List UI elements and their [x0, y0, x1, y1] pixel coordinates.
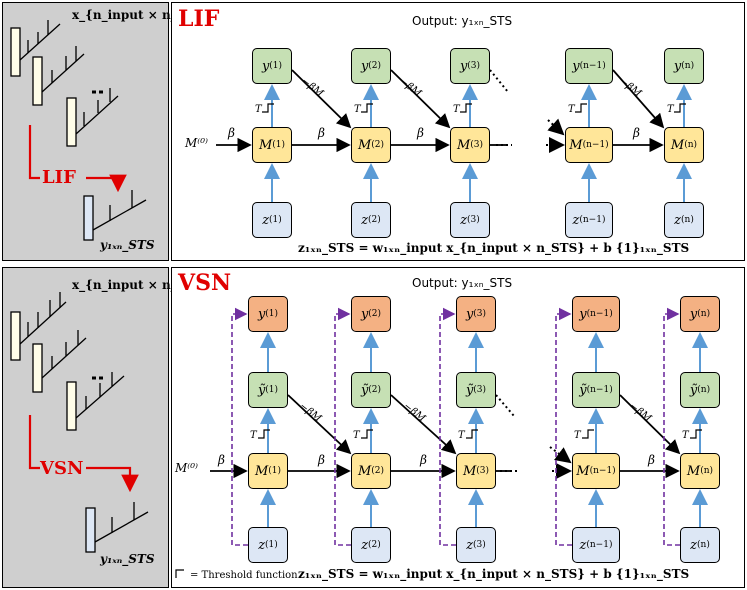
vsn-dotted-continuations [495, 394, 572, 479]
lif-m-node-1: M(1) [252, 127, 292, 163]
vsn-threshold-label-1: T [250, 430, 257, 441]
lif-m-node-n: M(n) [664, 127, 704, 163]
lif-title: LIF [178, 6, 220, 32]
lif-y-node-2: y(2) [351, 48, 391, 84]
lif-threshold-label-1: T [255, 104, 262, 115]
lif-z-node-1: z(1) [252, 202, 292, 238]
lif-y-node-n-1: y(n−1) [565, 48, 613, 84]
vsn-threshold-glyphs [175, 429, 702, 578]
vsn-output-label: Output: y₁ₓₙ_STS [412, 276, 513, 290]
lif-y-node-1: y(1) [252, 48, 292, 84]
lif-equation: z₁ₓₙ_STS = w₁ₓₙ_input x_{n_input × n_STS… [298, 241, 690, 255]
lif-beta-label-1: β [318, 126, 325, 140]
lif-beta-label-3: β [633, 126, 640, 140]
vsn-output-small-label: y₁ₓₙ_STS [100, 552, 155, 566]
vsn-flow-label: VSN [40, 458, 84, 479]
lif-blue-arrows [264, 84, 692, 202]
vsn-beta-label-2: β [420, 453, 427, 467]
lif-threshold-label-3: T [453, 104, 460, 115]
lif-threshold-glyphs [262, 103, 686, 113]
vsn-m0-label: M⁽⁰⁾ [175, 461, 198, 475]
lif-m-node-2: M(2) [351, 127, 391, 163]
vsn-input-spike-trains [10, 292, 125, 431]
lif-beta-label-0: β [228, 126, 235, 140]
vsn-threshold-label-5: T [682, 430, 689, 441]
vsn-threshold-label-3: T [458, 430, 465, 441]
vsn-z-node-n: z(n) [680, 527, 720, 563]
vsn-z-node-3: z(3) [456, 527, 496, 563]
lif-z-node-n: z(n) [664, 202, 704, 238]
lif-dotted-continuations [489, 69, 565, 153]
vsn-m-node-3: M(3) [456, 453, 496, 489]
lif-m0-label: M⁽⁰⁾ [185, 136, 208, 150]
vsn-title: VSN [178, 270, 232, 296]
lif-threshold-label-5: T [667, 104, 674, 115]
vsn-ytilde-node-2: ỹ(2) [351, 372, 391, 408]
lif-output-label: Output: y₁ₓₙ_STS [412, 14, 513, 28]
lif-y-node-n: y(n) [664, 48, 704, 84]
vsn-ytilde-node-3: ỹ(3) [456, 372, 496, 408]
vsn-m-node-1: M(1) [248, 453, 288, 489]
vsn-y-node-2: y(2) [351, 296, 391, 332]
vsn-threshold-label-4: T [574, 430, 581, 441]
lif-m-node-n-1: M(n−1) [565, 127, 613, 163]
lif-z-node-n-1: z(n−1) [565, 202, 613, 238]
vsn-ytilde-node-1: ỹ(1) [248, 372, 288, 408]
vsn-purple-bypass-arrows [231, 307, 680, 546]
vsn-y-node-n: y(n) [680, 296, 720, 332]
vsn-m-node-n: M(n) [680, 453, 720, 489]
vsn-beta-label-3: β [648, 453, 655, 467]
vsn-output-spike-train [85, 502, 149, 553]
vsn-m-node-2: M(2) [351, 453, 391, 489]
vsn-ytilde-node-n: ỹ(n) [680, 372, 720, 408]
lif-m-node-3: M(3) [450, 127, 490, 163]
lif-z-node-3: z(3) [450, 202, 490, 238]
lif-z-node-2: z(2) [351, 202, 391, 238]
vsn-beta-label-1: β [318, 453, 325, 467]
lif-flow-arrow [28, 125, 127, 193]
vsn-z-node-n-1: z(n−1) [572, 527, 620, 563]
lif-output-spike-train [83, 190, 147, 241]
lif-beta-label-2: β [417, 126, 424, 140]
lif-flow-label: LIF [42, 167, 76, 188]
vsn-black-arrows [210, 394, 681, 479]
vsn-flow-arrow [28, 415, 139, 493]
vsn-m-node-n-1: M(n−1) [572, 453, 620, 489]
vsn-z-node-2: z(2) [351, 527, 391, 563]
vsn-blue-arrows [260, 332, 708, 527]
vsn-ytilde-node-n-1: ỹ(n−1) [572, 372, 620, 408]
lif-black-arrows [216, 69, 665, 153]
vsn-y-node-3: y(3) [456, 296, 496, 332]
vsn-beta-label-0: β [218, 453, 225, 467]
lif-output-small-label: y₁ₓₙ_STS [100, 238, 155, 252]
vsn-equation: z₁ₓₙ_STS = w₁ₓₙ_input x_{n_input × n_STS… [298, 567, 690, 581]
vsn-y-node-n-1: y(n−1) [572, 296, 620, 332]
vsn-z-node-1: z(1) [248, 527, 288, 563]
vsn-y-node-1: y(1) [248, 296, 288, 332]
vsn-threshold-note: = Threshold function [190, 570, 298, 581]
lif-threshold-label-4: T [568, 104, 575, 115]
lif-threshold-label-2: T [354, 104, 361, 115]
lif-y-node-3: y(3) [450, 48, 490, 84]
vsn-threshold-label-2: T [353, 430, 360, 441]
lif-input-spike-trains [10, 20, 119, 147]
